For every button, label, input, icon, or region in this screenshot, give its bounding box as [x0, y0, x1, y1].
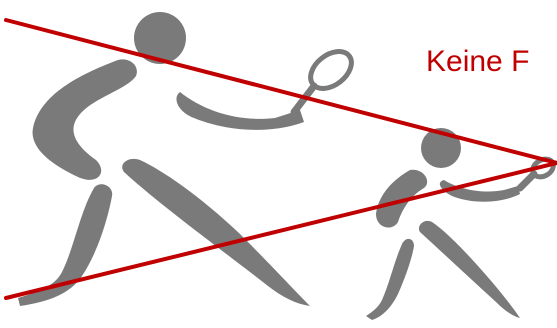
tennis-player-large-icon [18, 12, 310, 306]
player-large-torso [33, 59, 137, 179]
tennis-player-small-icon [366, 128, 520, 320]
player-large-arm [176, 92, 304, 130]
player-small-rear-leg [366, 239, 414, 320]
caption-text: Keine F [426, 44, 529, 80]
player-small-front-leg [419, 221, 520, 318]
player-large-rear-leg [18, 184, 112, 306]
